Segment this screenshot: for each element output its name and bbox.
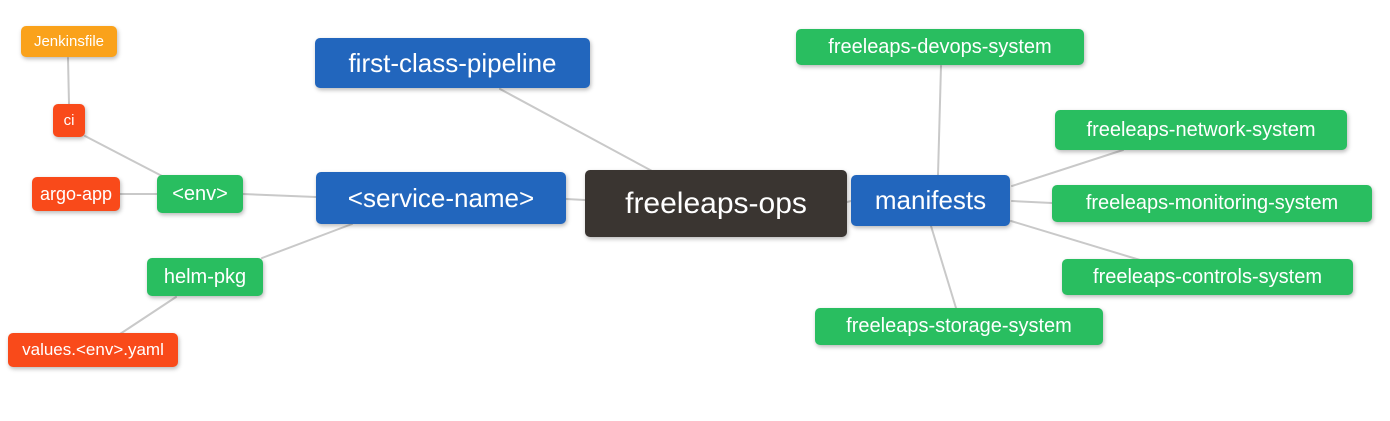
edge-manifests-storage xyxy=(930,225,957,309)
edge-ci-env xyxy=(84,135,163,177)
edge-pipeline-ops xyxy=(499,88,653,172)
node-manifests[interactable]: manifests xyxy=(851,175,1010,226)
node-helm-pkg[interactable]: helm-pkg xyxy=(147,258,263,296)
edge-manifests-network xyxy=(1011,149,1124,187)
node-service-name[interactable]: <service-name> xyxy=(316,172,566,224)
edge-env-servicename xyxy=(242,193,317,198)
edge-jenkinsfile-ci xyxy=(67,57,70,105)
edge-helmpkg-servicename xyxy=(261,223,353,259)
edge-ops-manifests xyxy=(846,200,852,203)
node-network-system[interactable]: freeleaps-network-system xyxy=(1055,110,1347,150)
node-env[interactable]: <env> xyxy=(157,175,243,213)
edge-manifests-controls xyxy=(1010,220,1141,261)
edge-servicename-ops xyxy=(565,198,586,201)
node-freeleaps-ops-root[interactable]: freeleaps-ops xyxy=(585,170,847,237)
node-controls-system[interactable]: freeleaps-controls-system xyxy=(1062,259,1353,295)
node-first-class-pipeline[interactable]: first-class-pipeline xyxy=(315,38,590,88)
node-values-env-yaml[interactable]: values.<env>.yaml xyxy=(8,333,178,367)
node-monitoring-system[interactable]: freeleaps-monitoring-system xyxy=(1052,185,1372,222)
node-ci[interactable]: ci xyxy=(53,104,85,137)
node-storage-system[interactable]: freeleaps-storage-system xyxy=(815,308,1103,345)
node-argo-app[interactable]: argo-app xyxy=(32,177,120,211)
node-devops-system[interactable]: freeleaps-devops-system xyxy=(796,29,1084,65)
edge-helmpkg-values xyxy=(119,296,177,335)
node-jenkinsfile[interactable]: Jenkinsfile xyxy=(21,26,117,57)
edge-manifests-devops xyxy=(937,65,942,176)
edge-manifests-monitoring xyxy=(1011,200,1053,204)
